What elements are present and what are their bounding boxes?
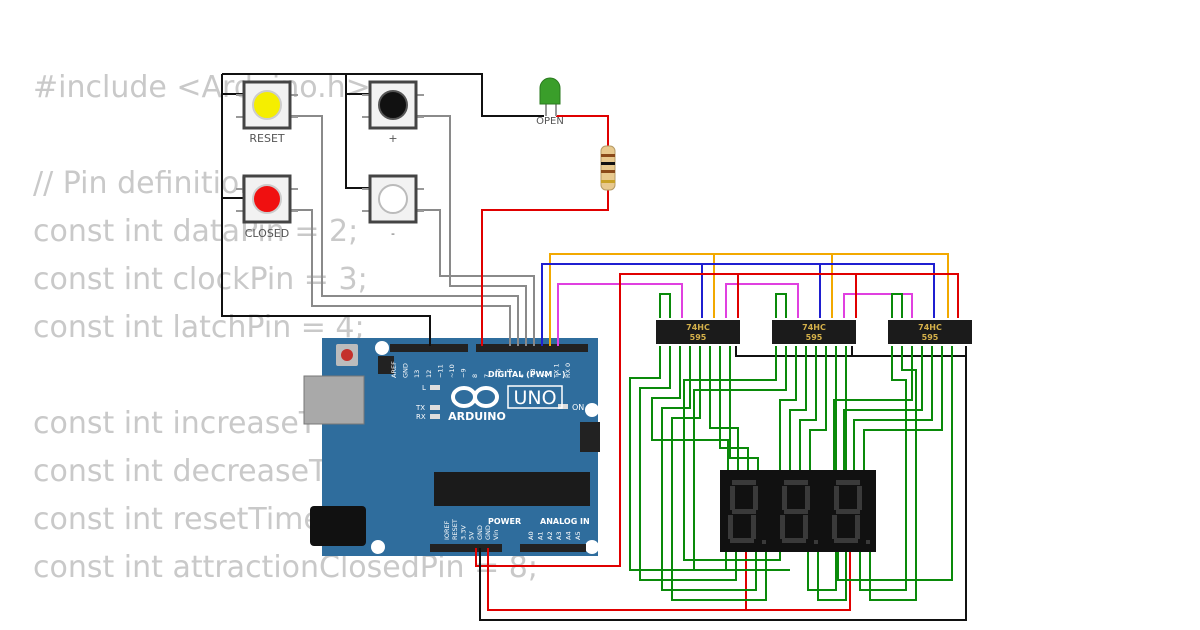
analog-label: ANALOG IN [540,517,590,526]
top-pin-label-15: RX 0 [564,363,572,378]
sr3-line1: 74HC [918,323,942,332]
arduino-uno-board[interactable]: UNO ARDUINO DIGITAL (PWM ~) ON L TX RX P… [303,338,600,556]
icsp-header [378,356,600,452]
digital-header-label: DIGITAL (PWM ~) [488,370,566,379]
button-minus-label: - [391,227,395,240]
top-pin-label-5: ~10 [448,364,456,378]
analog-pin-label-0: A0 [527,531,535,540]
rx-label: RX [416,413,426,421]
power-pin-label-3: 5V [468,531,476,540]
tx-label: TX [415,404,425,412]
power-pin-label-4: GND [476,525,484,540]
analog-header [520,544,586,552]
top-pin-label-2: 13 [413,370,421,378]
header-right [476,344,588,352]
button-plus-label: + [388,132,397,145]
sr1-line2: 595 [690,333,707,342]
analog-pin-label-2: A2 [546,531,554,540]
header-left [390,344,468,352]
button-plus[interactable]: + [362,80,424,145]
code-line-latchpin: const int latchPin = 4; [33,310,365,345]
led-open[interactable]: OPEN [536,77,564,127]
top-pin-label-1: GND [402,363,410,378]
button-closed-label: CLOSED [245,227,289,240]
shift-register-3[interactable]: 74HC 595 [888,320,972,344]
power-jack [310,506,366,546]
top-pin-label-9: ~6 [494,368,502,378]
button-reset[interactable]: RESET [236,80,298,145]
code-line-increase: const int increaseT [33,406,318,441]
top-pin-label-4: ~11 [436,364,444,378]
top-pin-label-6: ~9 [460,368,468,378]
arduino-logo-icon [451,386,499,408]
seven-segment-display-2 [772,470,824,552]
button-reset-label: RESET [249,132,285,145]
board-model: UNO [513,387,556,409]
power-pin-label-0: IOREF [443,520,451,540]
power-pin-label-6: Vin [492,530,500,540]
led-label: OPEN [536,116,564,127]
top-pin-label-13: 2 [541,374,549,378]
power-pin-label-5: GND [484,525,492,540]
code-line-decrease: const int decreaseT [33,454,328,489]
top-pin-label-10: ~5 [506,368,514,378]
top-pin-label-11: 4 [518,374,526,378]
sr1-line1: 74HC [686,323,710,332]
top-pin-label-14: TX 1 [552,363,560,379]
top-pin-label-8: 7 [483,374,491,378]
wires [221,73,967,621]
code-line-reset: const int resetTime [33,502,322,537]
power-pin-label-1: RESET [451,519,459,540]
l-label: L [422,384,426,392]
sr2-line2: 595 [806,333,823,342]
top-pin-label-7: 8 [471,374,479,378]
board-brand: ARDUINO [448,410,506,423]
top-pin-label-0: AREF [390,361,398,378]
shift-register-1[interactable]: 74HC 595 [656,320,740,344]
seven-segment-display-3 [824,470,876,552]
power-header [430,544,502,552]
atmega-chip [434,472,590,506]
usb-port [303,375,365,425]
top-pin-label-3: 12 [425,370,433,378]
power-pin-label-2: 3.3V [459,525,467,540]
sr2-line1: 74HC [802,323,826,332]
button-closed[interactable]: CLOSED [236,174,298,240]
analog-pin-label-3: A3 [555,531,563,540]
analog-pin-label-5: A5 [574,531,582,540]
sr3-line2: 595 [922,333,939,342]
resistor [600,145,616,191]
shift-register-2[interactable]: 74HC 595 [772,320,856,344]
power-label: POWER [488,517,521,526]
analog-pin-label-1: A1 [536,531,544,540]
on-label: ON [572,403,584,412]
code-line-clockpin: const int clockPin = 3; [33,262,368,297]
top-pin-label-12: ~3 [529,368,537,378]
analog-pin-label-4: A4 [565,531,573,540]
button-minus[interactable]: - [362,174,424,240]
seven-segment-display-1 [720,470,772,552]
